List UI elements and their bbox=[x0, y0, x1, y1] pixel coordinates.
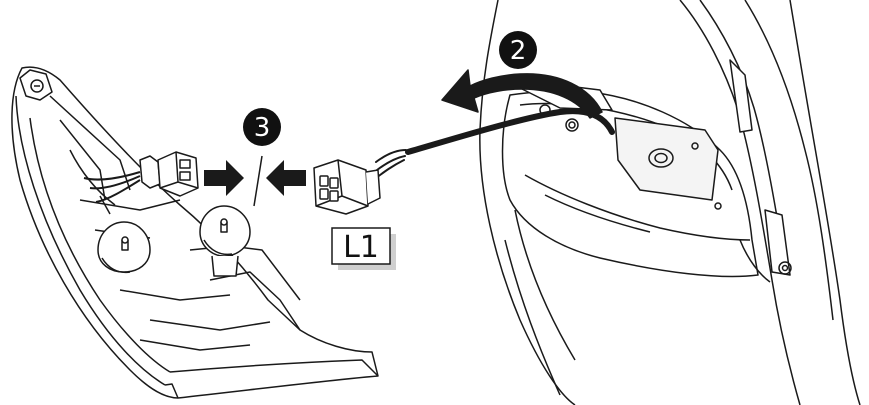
wiring-harness bbox=[375, 108, 615, 179]
pull-arrow-step-2 bbox=[441, 69, 603, 119]
tail-lamp-housing bbox=[11, 66, 379, 399]
push-arrow-left bbox=[204, 160, 244, 196]
push-arrow-right bbox=[266, 160, 306, 196]
callout-l1: L1 bbox=[331, 227, 396, 270]
bulb-socket-left bbox=[97, 221, 151, 274]
lamp-connector bbox=[139, 151, 199, 197]
step-3-number: 3 bbox=[254, 113, 271, 143]
vehicle-body bbox=[479, 0, 861, 405]
step-3-badge: 3 bbox=[243, 108, 281, 207]
disconnect-arrows-step-3 bbox=[204, 160, 306, 196]
step-2-badge: 2 bbox=[499, 31, 537, 69]
callout-l1-label: L1 bbox=[343, 230, 379, 265]
step-2-number: 2 bbox=[510, 36, 527, 66]
bulb-socket-right bbox=[199, 205, 251, 277]
harness-connector bbox=[313, 159, 381, 215]
